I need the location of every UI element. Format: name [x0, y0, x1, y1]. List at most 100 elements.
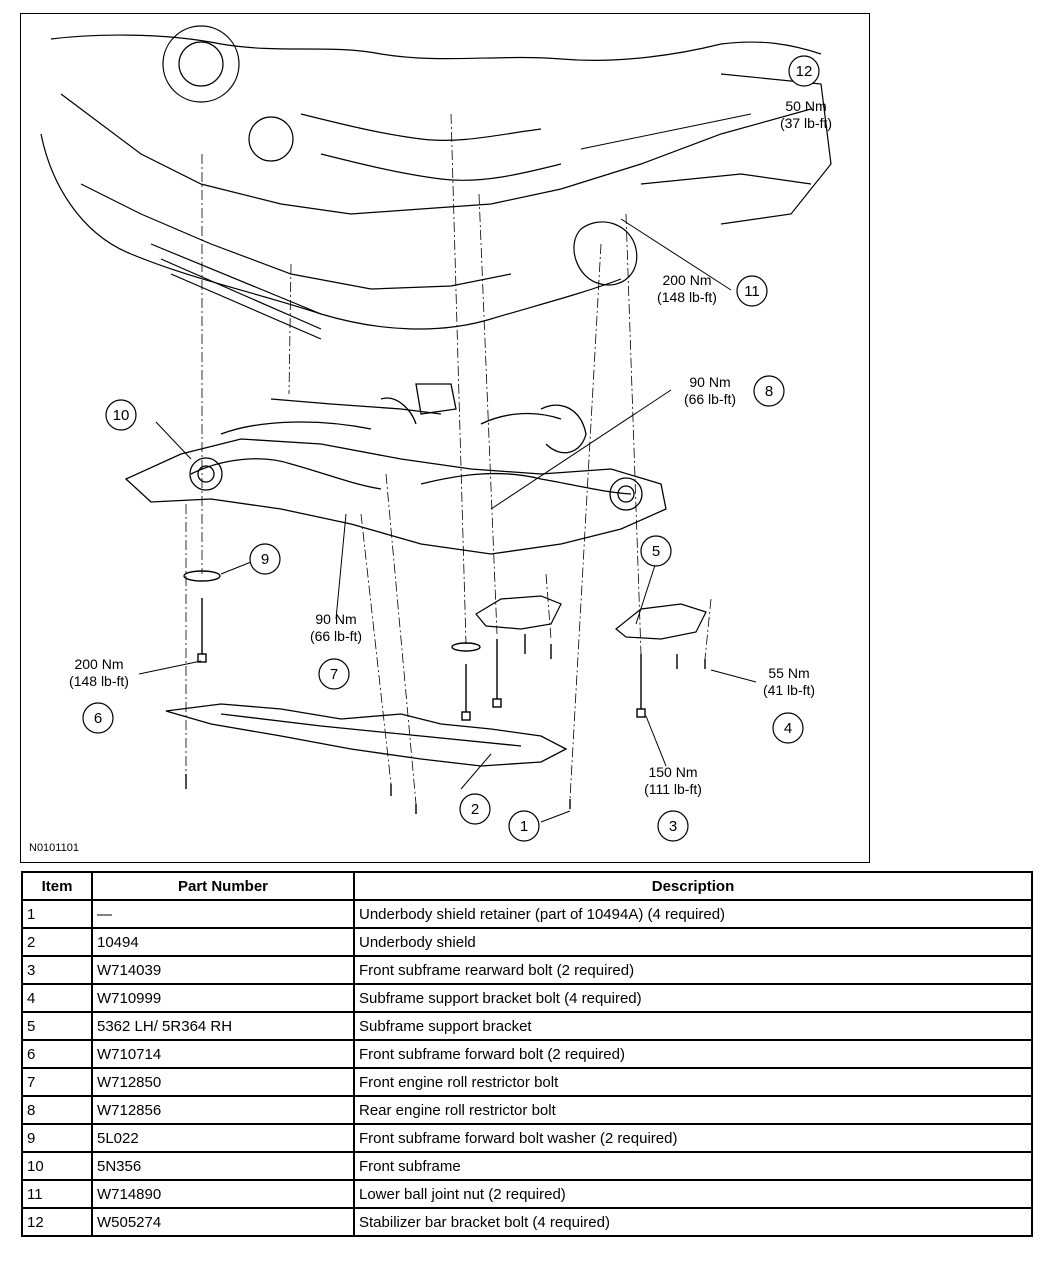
callout-8: 90 Nm (66 lb-ft) 8: [684, 374, 785, 407]
callout-number: 9: [261, 551, 269, 568]
cell-description: Subframe support bracket: [353, 1011, 1033, 1041]
callout-torque-lbft: (148 lb-ft): [69, 673, 129, 689]
cell-item: 4: [21, 983, 93, 1013]
cell-description: Front subframe: [353, 1151, 1033, 1181]
callout-torque-lbft: (41 lb-ft): [763, 682, 815, 698]
figure-id: N0101101: [29, 842, 79, 854]
callout-number: 8: [765, 383, 773, 400]
callout-torque-nm: 90 Nm: [689, 374, 730, 390]
callout-4: 55 Nm (41 lb-ft) 4: [763, 665, 815, 744]
callout-torque-nm: 90 Nm: [315, 611, 356, 627]
bolts: [183, 570, 706, 814]
exploded-diagram: 12 50 Nm (37 lb-ft) 200 Nm (148 lb-ft) 1…: [20, 13, 870, 863]
callout-1: 1: [508, 810, 540, 842]
callout-number: 6: [94, 710, 102, 727]
callout-number: 2: [471, 801, 479, 818]
leader-lines: [138, 113, 757, 823]
cell-item: 8: [21, 1095, 93, 1125]
callout-number: 4: [784, 720, 792, 737]
callout-torque-lbft: (111 lb-ft): [644, 781, 702, 797]
cell-item: 5: [21, 1011, 93, 1041]
cell-description: Front subframe rearward bolt (2 required…: [353, 955, 1033, 985]
cell-description: Front subframe forward bolt washer (2 re…: [353, 1123, 1033, 1153]
cell-description: Underbody shield: [353, 927, 1033, 957]
cell-part-number: W710999: [91, 983, 355, 1013]
callout-circle: [657, 810, 689, 842]
callout-circle: [788, 55, 820, 87]
callout-12: 12 50 Nm (37 lb-ft): [780, 55, 832, 131]
callout-number: 7: [330, 666, 338, 683]
cell-description: Rear engine roll restrictor bolt: [353, 1095, 1033, 1125]
callout-circle: [249, 543, 281, 575]
callout-number: 5: [652, 543, 660, 560]
cell-item: 7: [21, 1067, 93, 1097]
callout-circle: [105, 399, 137, 431]
callout-5: 5: [640, 535, 672, 567]
cell-part-number: W710714: [91, 1039, 355, 1069]
diagram-drawing: 12 50 Nm (37 lb-ft) 200 Nm (148 lb-ft) 1…: [40, 25, 832, 842]
cell-description: Stabilizer bar bracket bolt (4 required): [353, 1207, 1033, 1237]
callout-10: 10: [105, 399, 137, 431]
callout-11: 200 Nm (148 lb-ft) 11: [657, 272, 768, 307]
callout-9: 9: [249, 543, 281, 575]
engine-bay-outline: [40, 25, 832, 340]
callout-torque-nm: 55 Nm: [768, 665, 809, 681]
cell-item: 12: [21, 1207, 93, 1237]
header-description: Description: [353, 871, 1033, 901]
cell-item: 1: [21, 899, 93, 929]
callout-circle: [82, 702, 114, 734]
cell-item: 10: [21, 1151, 93, 1181]
cell-part-number: 5362 LH/ 5R364 RH: [91, 1011, 355, 1041]
callout-number: 11: [744, 283, 760, 300]
cell-part-number: W714039: [91, 955, 355, 985]
parts-table: Item Part Number Description 1—Underbody…: [21, 871, 1033, 1237]
cell-part-number: W505274: [91, 1207, 355, 1237]
cell-part-number: W714890: [91, 1179, 355, 1209]
table-row: 1—Underbody shield retainer (part of 104…: [21, 899, 1033, 929]
cell-item: 11: [21, 1179, 93, 1209]
callout-circle: [640, 535, 672, 567]
cell-part-number: W712856: [91, 1095, 355, 1125]
callout-torque-nm: 50 Nm: [785, 98, 826, 114]
callout-torque-lbft: (66 lb-ft): [684, 391, 736, 407]
callout-torque-nm: 200 Nm: [662, 272, 711, 288]
callout-7: 90 Nm (66 lb-ft) 7: [310, 611, 362, 690]
callout-torque-nm: 200 Nm: [74, 656, 123, 672]
callout-torque-lbft: (37 lb-ft): [780, 115, 832, 131]
cell-description: Subframe support bracket bolt (4 require…: [353, 983, 1033, 1013]
cell-part-number: —: [91, 899, 355, 929]
callout-torque-nm: 150 Nm: [648, 764, 697, 780]
header-item: Item: [21, 871, 93, 901]
cell-item: 2: [21, 927, 93, 957]
table-header-row: Item Part Number Description: [21, 871, 1033, 901]
cell-description: Lower ball joint nut (2 required): [353, 1179, 1033, 1209]
cell-item: 6: [21, 1039, 93, 1069]
support-brackets: [475, 595, 707, 640]
callout-torque-lbft: (148 lb-ft): [657, 289, 717, 305]
cell-description: Front engine roll restrictor bolt: [353, 1067, 1033, 1097]
cell-part-number: 10494: [91, 927, 355, 957]
underbody-shield: [165, 703, 568, 767]
callout-number: 1: [520, 818, 528, 835]
callout-number: 12: [796, 63, 813, 80]
callout-circle: [508, 810, 540, 842]
cell-description: Underbody shield retainer (part of 10494…: [353, 899, 1033, 929]
subframe-outline: [124, 383, 667, 555]
callout-number: 10: [113, 407, 130, 424]
callout-2: 2: [459, 793, 491, 825]
callout-6: 200 Nm (148 lb-ft) 6: [69, 656, 129, 734]
callout-circle: [459, 793, 491, 825]
callout-circle: [772, 712, 804, 744]
alignment-lines: [185, 113, 712, 805]
